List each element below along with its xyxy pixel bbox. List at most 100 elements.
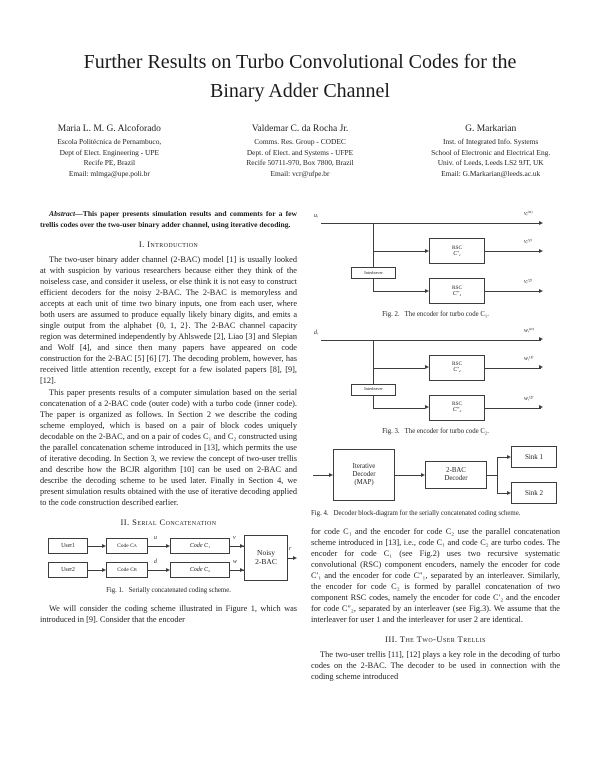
fig3-input-label: dᵢ xyxy=(314,329,318,336)
arrowhead xyxy=(539,365,543,369)
section-heading-introduction: I. Introduction xyxy=(138,239,199,249)
connector xyxy=(373,339,374,408)
fig3-interleaver-box: Interleaver xyxy=(351,383,396,396)
author-1-email: Email: mlmga@upe.poli.br xyxy=(68,168,150,178)
fig2-rsc1-code: C′₁ xyxy=(453,250,461,257)
arrowhead xyxy=(425,405,429,409)
fig1-code-b-sub: B xyxy=(133,566,137,572)
fig2-rsc2-code: C″₁ xyxy=(452,290,462,297)
fig1-noisy-2bac-box: Noisy 2-BAC xyxy=(244,535,288,581)
fig2-input-label: uᵢ xyxy=(314,213,318,219)
connector xyxy=(373,407,425,409)
connector xyxy=(485,291,541,292)
figure-2-caption: Fig. 2.The encoder for turbo code C₁. xyxy=(311,311,560,320)
connector xyxy=(230,546,244,547)
fig2-rsc1-title: RSC xyxy=(451,244,462,251)
two-user-trellis-paragraph: The two-user trellis [11], [12] plays a … xyxy=(311,649,560,681)
arrowhead xyxy=(539,405,543,409)
fig3-rsc2-title: RSC xyxy=(451,401,462,408)
section-heading-two-user-trellis: III. The Two-User Trellis xyxy=(385,633,486,644)
connector xyxy=(373,291,425,292)
arrowhead xyxy=(425,365,429,369)
fig3-rsc2-box: RSC C″₂ xyxy=(429,394,485,421)
fig3-caption-label: Fig. 3. xyxy=(382,427,400,435)
fig4-sink1-box: Sink 1 xyxy=(511,446,557,468)
fig1-channel-line2: 2-BAC xyxy=(255,557,277,566)
intro-paragraph-2: This paper presents results of a compute… xyxy=(40,388,297,507)
connector xyxy=(497,457,498,493)
fig2-interleaver-box: Interleaver xyxy=(351,267,396,279)
author-3-affil-2: School of Electronic and Electrical Eng. xyxy=(431,147,551,157)
fig4-iter-line2: Decoder xyxy=(352,471,376,479)
arrowhead xyxy=(240,567,244,572)
connector xyxy=(373,223,374,291)
fig4-bac-line1: 2-BAC xyxy=(446,467,466,475)
arrowhead xyxy=(539,248,543,253)
fig2-output2-label: vᵢ⁽²⁾ xyxy=(524,279,533,285)
section-heading-serial-concatenation: II. Serial Concatenation xyxy=(120,517,217,527)
connector xyxy=(313,475,329,476)
fig1-code-b-text: Code C xyxy=(117,566,134,573)
author-2-affil-3: Recife 50711-970, Box 7800, Brazil xyxy=(246,158,354,167)
arrowhead xyxy=(539,220,543,225)
fig1-label-d: d xyxy=(154,559,157,565)
author-2: Valdemar C. da Rocha Jr. Comms. Res. Gro… xyxy=(205,124,396,179)
author-3: G. Markarian Inst. of Integrated Info. S… xyxy=(395,124,586,179)
fig1-caption-label: Fig. 1. xyxy=(106,587,124,594)
author-2-affil-2: Dept. of Elect. and Systems - UFPE xyxy=(246,147,354,157)
fig1-label-w: w xyxy=(233,559,237,565)
arrowhead xyxy=(507,490,511,495)
fig3-rsc1-title: RSC xyxy=(451,361,462,368)
author-2-email: Email: vcr@ufpe.br xyxy=(270,168,330,178)
arrowhead xyxy=(425,288,429,293)
connector xyxy=(88,570,102,571)
paper-title: Further Results on Turbo Convolutional C… xyxy=(83,51,517,102)
author-1: Maria L. M. G. Alcoforado Escola Politéc… xyxy=(14,124,205,179)
fig4-caption-text: Decoder block-diagram for the serially c… xyxy=(333,510,521,517)
fig4-iter-line3: (MAP) xyxy=(354,478,374,486)
author-3-affil-3: Univ. of Leeds, Leeds LS2 9JT, UK xyxy=(437,158,544,167)
fig1-caption-text: Serially concatenated coding scheme. xyxy=(128,587,231,594)
serial-concatenation-paragraph: We will consider the coding scheme illus… xyxy=(40,603,297,624)
abstract-label: Abstract— xyxy=(49,209,83,218)
author-1-name: Maria L. M. G. Alcoforado xyxy=(57,124,161,134)
author-3-name: G. Markarian xyxy=(465,124,517,134)
fig1-inner-code-1-box: Code C₁ xyxy=(170,538,230,554)
connector xyxy=(288,558,294,559)
author-1-affil-2: Dept of Elect. Engineering - UPE xyxy=(59,147,159,157)
arrowhead xyxy=(507,454,511,459)
connector xyxy=(230,570,244,571)
fig4-2bac-decoder-box: 2-BAC Decoder xyxy=(425,461,487,489)
fig3-output2-label: wᵢ⁽²⁾ xyxy=(524,395,534,402)
fig3-caption-text: The encoder for turbo code C₂. xyxy=(404,427,489,435)
arrowhead xyxy=(421,472,425,477)
author-2-name: Valdemar C. da Rocha Jr. xyxy=(251,124,349,134)
figure-2-diagram: uᵢ vᵢ⁽⁰⁾ RSC C′₁ vᵢ⁽¹⁾ Interleaver RSC xyxy=(311,211,561,307)
fig3-rsc1-code: C′₂ xyxy=(453,367,461,374)
author-3-email: Email: G.Markarian@leeds.ac.uk xyxy=(441,168,541,178)
right-column: uᵢ vᵢ⁽⁰⁾ RSC C′₁ vᵢ⁽¹⁾ Interleaver RSC xyxy=(311,209,560,683)
figure-3-caption: Fig. 3. The encoder for turbo code C₂. xyxy=(311,428,560,437)
arrowhead xyxy=(425,248,429,253)
connector xyxy=(373,367,425,369)
arrowhead xyxy=(539,288,543,293)
fig2-caption-text: The encoder for turbo code C₁. xyxy=(404,311,489,318)
fig3-rsc2-code: C″₂ xyxy=(452,407,462,414)
connector xyxy=(395,475,421,476)
left-column: Abstract—This paper presents simulation … xyxy=(40,209,297,683)
encoder-description-paragraph: for code C₁ and the encoder for code C₂ … xyxy=(311,526,560,624)
connector xyxy=(88,546,102,547)
figure-1-caption: Fig. 1. Serially concatenated coding sche… xyxy=(40,587,297,596)
connector xyxy=(321,339,541,341)
author-block-row: Maria L. M. G. Alcoforado Escola Politéc… xyxy=(14,124,586,179)
connector xyxy=(373,251,425,252)
connector xyxy=(148,546,166,547)
abstract: Abstract—This paper presents simulation … xyxy=(40,209,297,230)
fig2-output1-label: vᵢ⁽¹⁾ xyxy=(524,239,533,245)
fig2-rsc1-box: RSC C′₁ xyxy=(429,238,485,264)
fig2-rsc2-box: RSC C″₁ xyxy=(429,278,485,304)
fig1-user1-box: User1 xyxy=(48,538,88,554)
arrowhead xyxy=(166,543,170,548)
